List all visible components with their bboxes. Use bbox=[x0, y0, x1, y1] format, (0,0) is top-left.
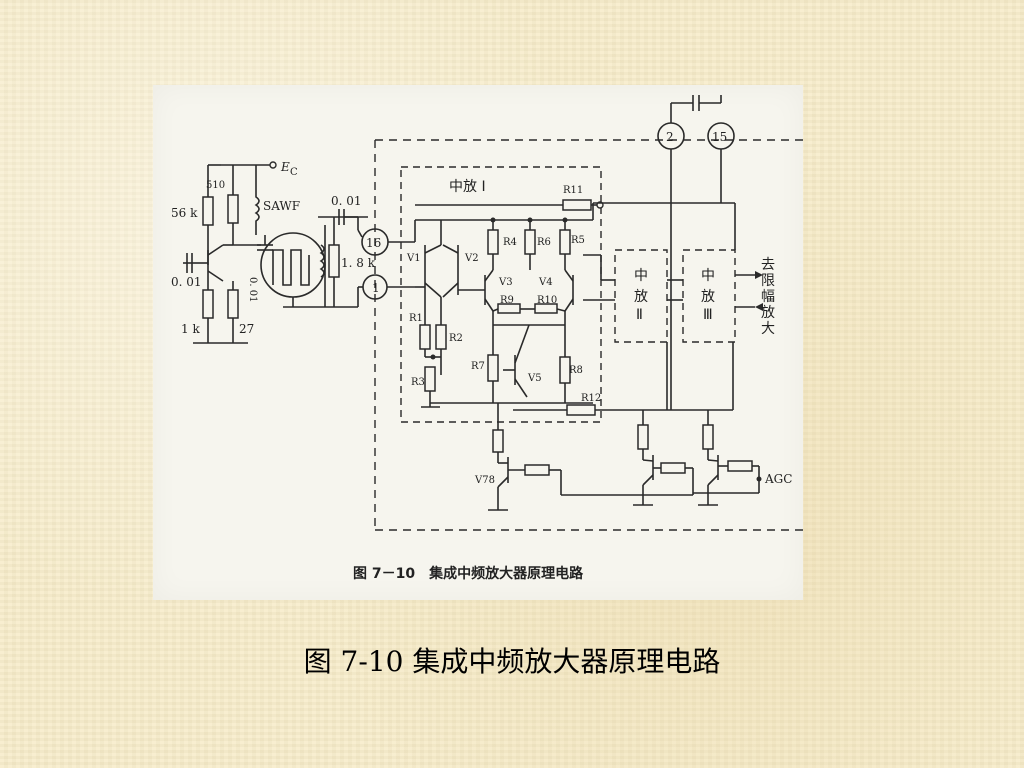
r1-label: R1 bbox=[409, 313, 423, 324]
r4-label: R4 bbox=[503, 237, 517, 248]
r-1k-label: 1 k bbox=[181, 322, 200, 336]
ic-boundary bbox=[374, 139, 803, 531]
svg-text:15: 15 bbox=[712, 130, 727, 144]
r-56k-label: 56 k bbox=[171, 206, 198, 220]
if-stage-2-box bbox=[614, 249, 668, 343]
if-stage-3-label-2: 放 bbox=[701, 289, 715, 305]
slide-caption: 图 7-10 集成中频放大器原理电路 bbox=[303, 645, 721, 678]
pin-15: 15 bbox=[707, 122, 735, 150]
agc-label: AGC bbox=[764, 472, 792, 486]
circuit-figure: 中放 I 中 放 Ⅱ 中 放 Ⅲ 去 限 幅 放 大 bbox=[153, 85, 803, 600]
r3-label: R3 bbox=[411, 377, 425, 388]
sawf-label: SAWF bbox=[263, 199, 300, 213]
svg-text:2: 2 bbox=[666, 130, 674, 144]
v1-label: V1 bbox=[406, 253, 421, 264]
c-001-top-label: 0. 01 bbox=[331, 194, 362, 208]
v3-label: V3 bbox=[498, 277, 513, 288]
r11-label: R11 bbox=[563, 185, 583, 196]
r7-label: R7 bbox=[471, 361, 485, 372]
if-stage-3-label-1: 中 bbox=[701, 268, 715, 284]
circuit-diagram: 中放 I 中 放 Ⅱ 中 放 Ⅲ 去 限 幅 放 大 bbox=[171, 95, 803, 582]
pin-16: 16 bbox=[361, 228, 389, 256]
bypass-capacitor bbox=[670, 95, 722, 123]
sawf-filter bbox=[260, 232, 326, 298]
r6-label: R6 bbox=[537, 237, 551, 248]
if-stage-2-label-3: Ⅱ bbox=[636, 307, 643, 323]
figure-caption: 图 7－10 集成中频放大器原理电路 bbox=[353, 565, 584, 582]
r10-label: R10 bbox=[537, 295, 557, 306]
r12-label: R12 bbox=[581, 393, 601, 404]
r2-label: R2 bbox=[449, 333, 463, 344]
if-stage-3-label-3: Ⅲ bbox=[703, 307, 713, 323]
c-001-vertical-label: 0. 01 bbox=[247, 277, 258, 302]
v2-label: V2 bbox=[464, 253, 479, 264]
if-stage-1-label: 中放 I bbox=[449, 179, 486, 195]
if-stage-3-box bbox=[682, 249, 736, 343]
r8-label: R8 bbox=[569, 365, 583, 376]
output-arrows bbox=[735, 271, 763, 311]
svg-text:E: E bbox=[280, 160, 290, 174]
r5-label: R5 bbox=[571, 235, 585, 246]
svg-text:C: C bbox=[290, 167, 298, 178]
r-27-label: 27 bbox=[239, 322, 254, 336]
supply-ec: E C bbox=[221, 160, 298, 178]
if-stage-2-label-2: 放 bbox=[634, 289, 648, 305]
output-label-4: 放 bbox=[761, 305, 775, 321]
output-label-5: 大 bbox=[761, 321, 775, 337]
r9-label: R9 bbox=[500, 295, 514, 306]
v4-label: V4 bbox=[538, 277, 553, 288]
r-510-label: 510 bbox=[206, 180, 225, 191]
v78-label: V78 bbox=[474, 475, 495, 486]
output-label-3: 幅 bbox=[761, 289, 775, 305]
v5-label: V5 bbox=[527, 373, 542, 384]
c-001-left-label: 0. 01 bbox=[171, 275, 202, 289]
output-label-2: 限 bbox=[761, 273, 775, 289]
output-label-1: 去 bbox=[761, 257, 775, 273]
pin-2: 2 bbox=[657, 122, 685, 150]
r-18k-label: 1. 8 k bbox=[341, 256, 376, 270]
svg-text:16: 16 bbox=[366, 236, 381, 250]
svg-text:1: 1 bbox=[372, 281, 380, 295]
if-stage-1-box bbox=[400, 166, 602, 423]
if-stage-2-label-1: 中 bbox=[634, 268, 648, 284]
